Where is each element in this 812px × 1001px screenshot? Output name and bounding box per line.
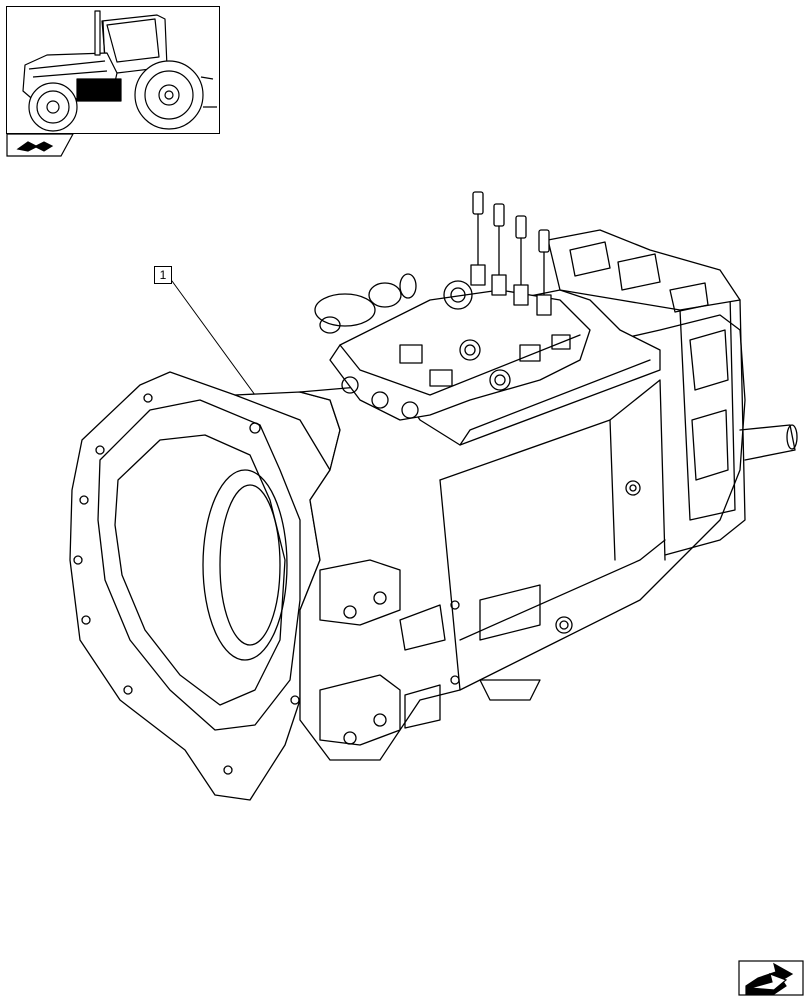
callout-1: 1 <box>154 266 172 284</box>
next-page-arrow-icon <box>738 960 804 996</box>
mounting-lugs <box>319 559 460 746</box>
solenoid-connectors <box>470 191 552 316</box>
next-page-button[interactable] <box>738 960 804 996</box>
tractor-thumbnail <box>6 6 220 134</box>
page-tab <box>6 133 75 157</box>
tractor-icon <box>22 10 217 132</box>
hydraulic-valve-block <box>314 273 591 421</box>
book-arrow-icon <box>6 133 75 157</box>
callout-leader-line <box>171 280 256 396</box>
